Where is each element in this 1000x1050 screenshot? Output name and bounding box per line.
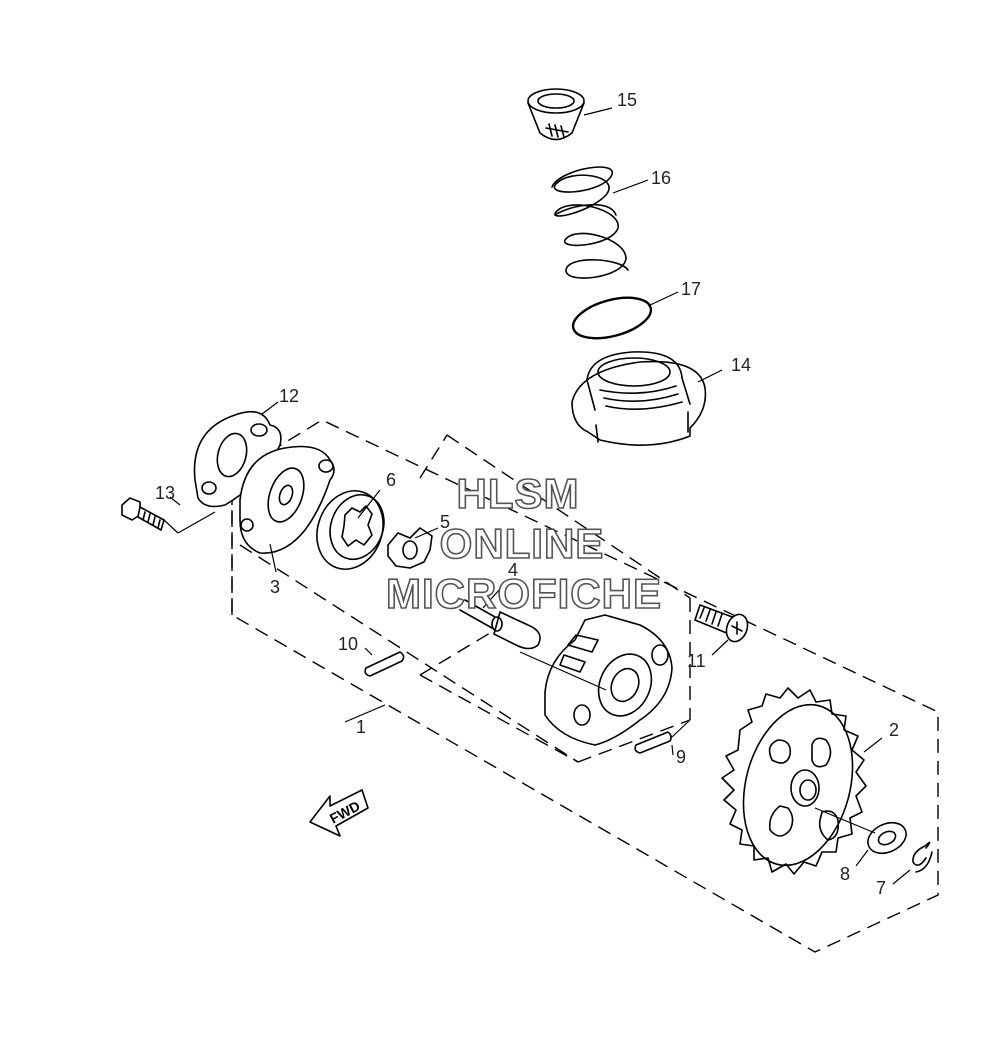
part-6-outer-rotor bbox=[316, 490, 385, 570]
part-5-inner-rotor bbox=[387, 527, 433, 569]
part-17-o-ring bbox=[571, 296, 653, 340]
callout-9: 9 bbox=[676, 747, 686, 767]
forward-direction-arrow: FWD bbox=[309, 789, 369, 837]
part-7-circlip bbox=[912, 841, 933, 873]
callout-3: 3 bbox=[270, 577, 280, 597]
part-3-cover bbox=[239, 445, 335, 554]
callout-6: 6 bbox=[386, 470, 396, 490]
part-15-cap bbox=[527, 88, 585, 141]
pump-body bbox=[544, 614, 673, 746]
callout-1: 1 bbox=[356, 717, 366, 737]
callout-11: 11 bbox=[687, 651, 706, 671]
callout-numbers: 15 16 17 14 12 13 3 6 5 4 10 1 9 11 2 8 … bbox=[155, 90, 899, 898]
assembly-boundary bbox=[231, 419, 939, 953]
part-2-gear bbox=[721, 687, 867, 875]
callout-14: 14 bbox=[731, 355, 751, 375]
callout-12: 12 bbox=[279, 386, 299, 406]
part-13-bolt bbox=[121, 497, 165, 531]
watermark: HLSM ONLINE MICROFICHE bbox=[385, 469, 662, 618]
part-16-spring bbox=[551, 166, 629, 279]
watermark-line-3: MICROFICHE bbox=[386, 570, 662, 617]
callout-10: 10 bbox=[338, 634, 358, 654]
leader-lines bbox=[162, 107, 911, 885]
part-4-shaft bbox=[459, 599, 541, 650]
part-11-screw bbox=[694, 604, 749, 643]
watermark-line-2: ONLINE bbox=[440, 520, 605, 567]
part-12-gasket bbox=[193, 410, 282, 508]
callout-17: 17 bbox=[681, 279, 701, 299]
part-10-pin bbox=[364, 651, 405, 677]
part-8-washer bbox=[867, 821, 907, 855]
part-14-plug bbox=[571, 351, 707, 446]
callout-15: 15 bbox=[617, 90, 637, 110]
callout-8: 8 bbox=[840, 864, 850, 884]
watermark-line-1: HLSM bbox=[457, 470, 580, 517]
callout-5: 5 bbox=[440, 512, 450, 532]
part-9-pin bbox=[634, 731, 672, 754]
callout-2: 2 bbox=[889, 720, 899, 740]
callout-4: 4 bbox=[508, 560, 518, 580]
callout-7: 7 bbox=[876, 878, 886, 898]
callout-13: 13 bbox=[155, 483, 175, 503]
callout-16: 16 bbox=[651, 168, 671, 188]
